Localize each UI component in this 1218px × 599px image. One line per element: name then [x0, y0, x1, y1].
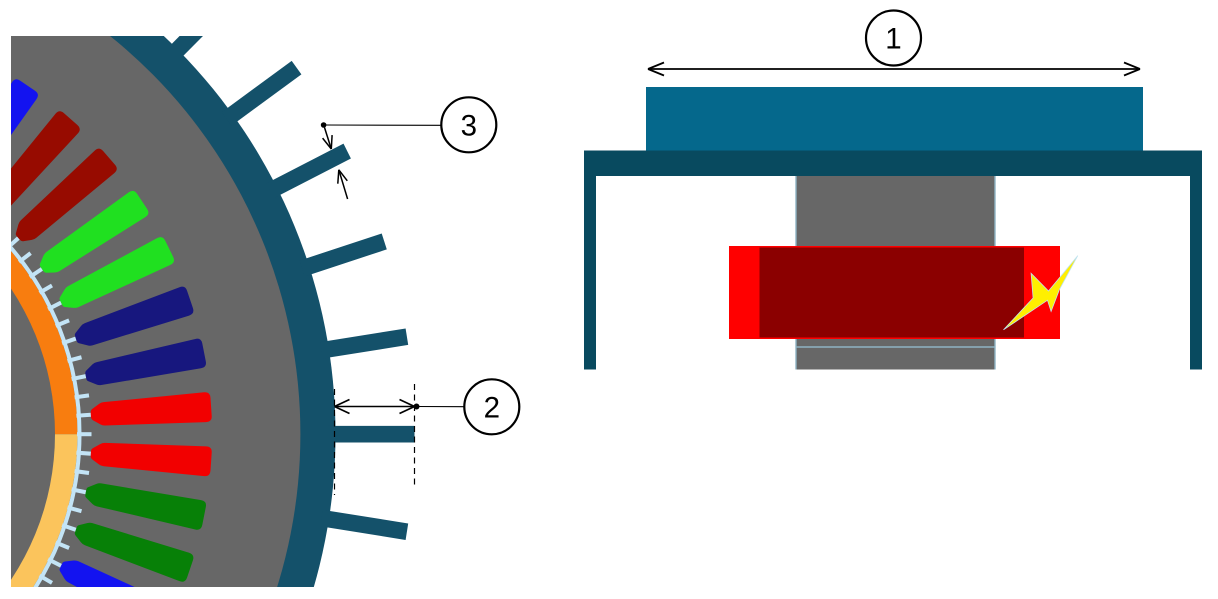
svg-text:1: 1 [885, 23, 901, 56]
svg-text:3: 3 [461, 109, 477, 142]
svg-text:2: 2 [484, 391, 500, 424]
